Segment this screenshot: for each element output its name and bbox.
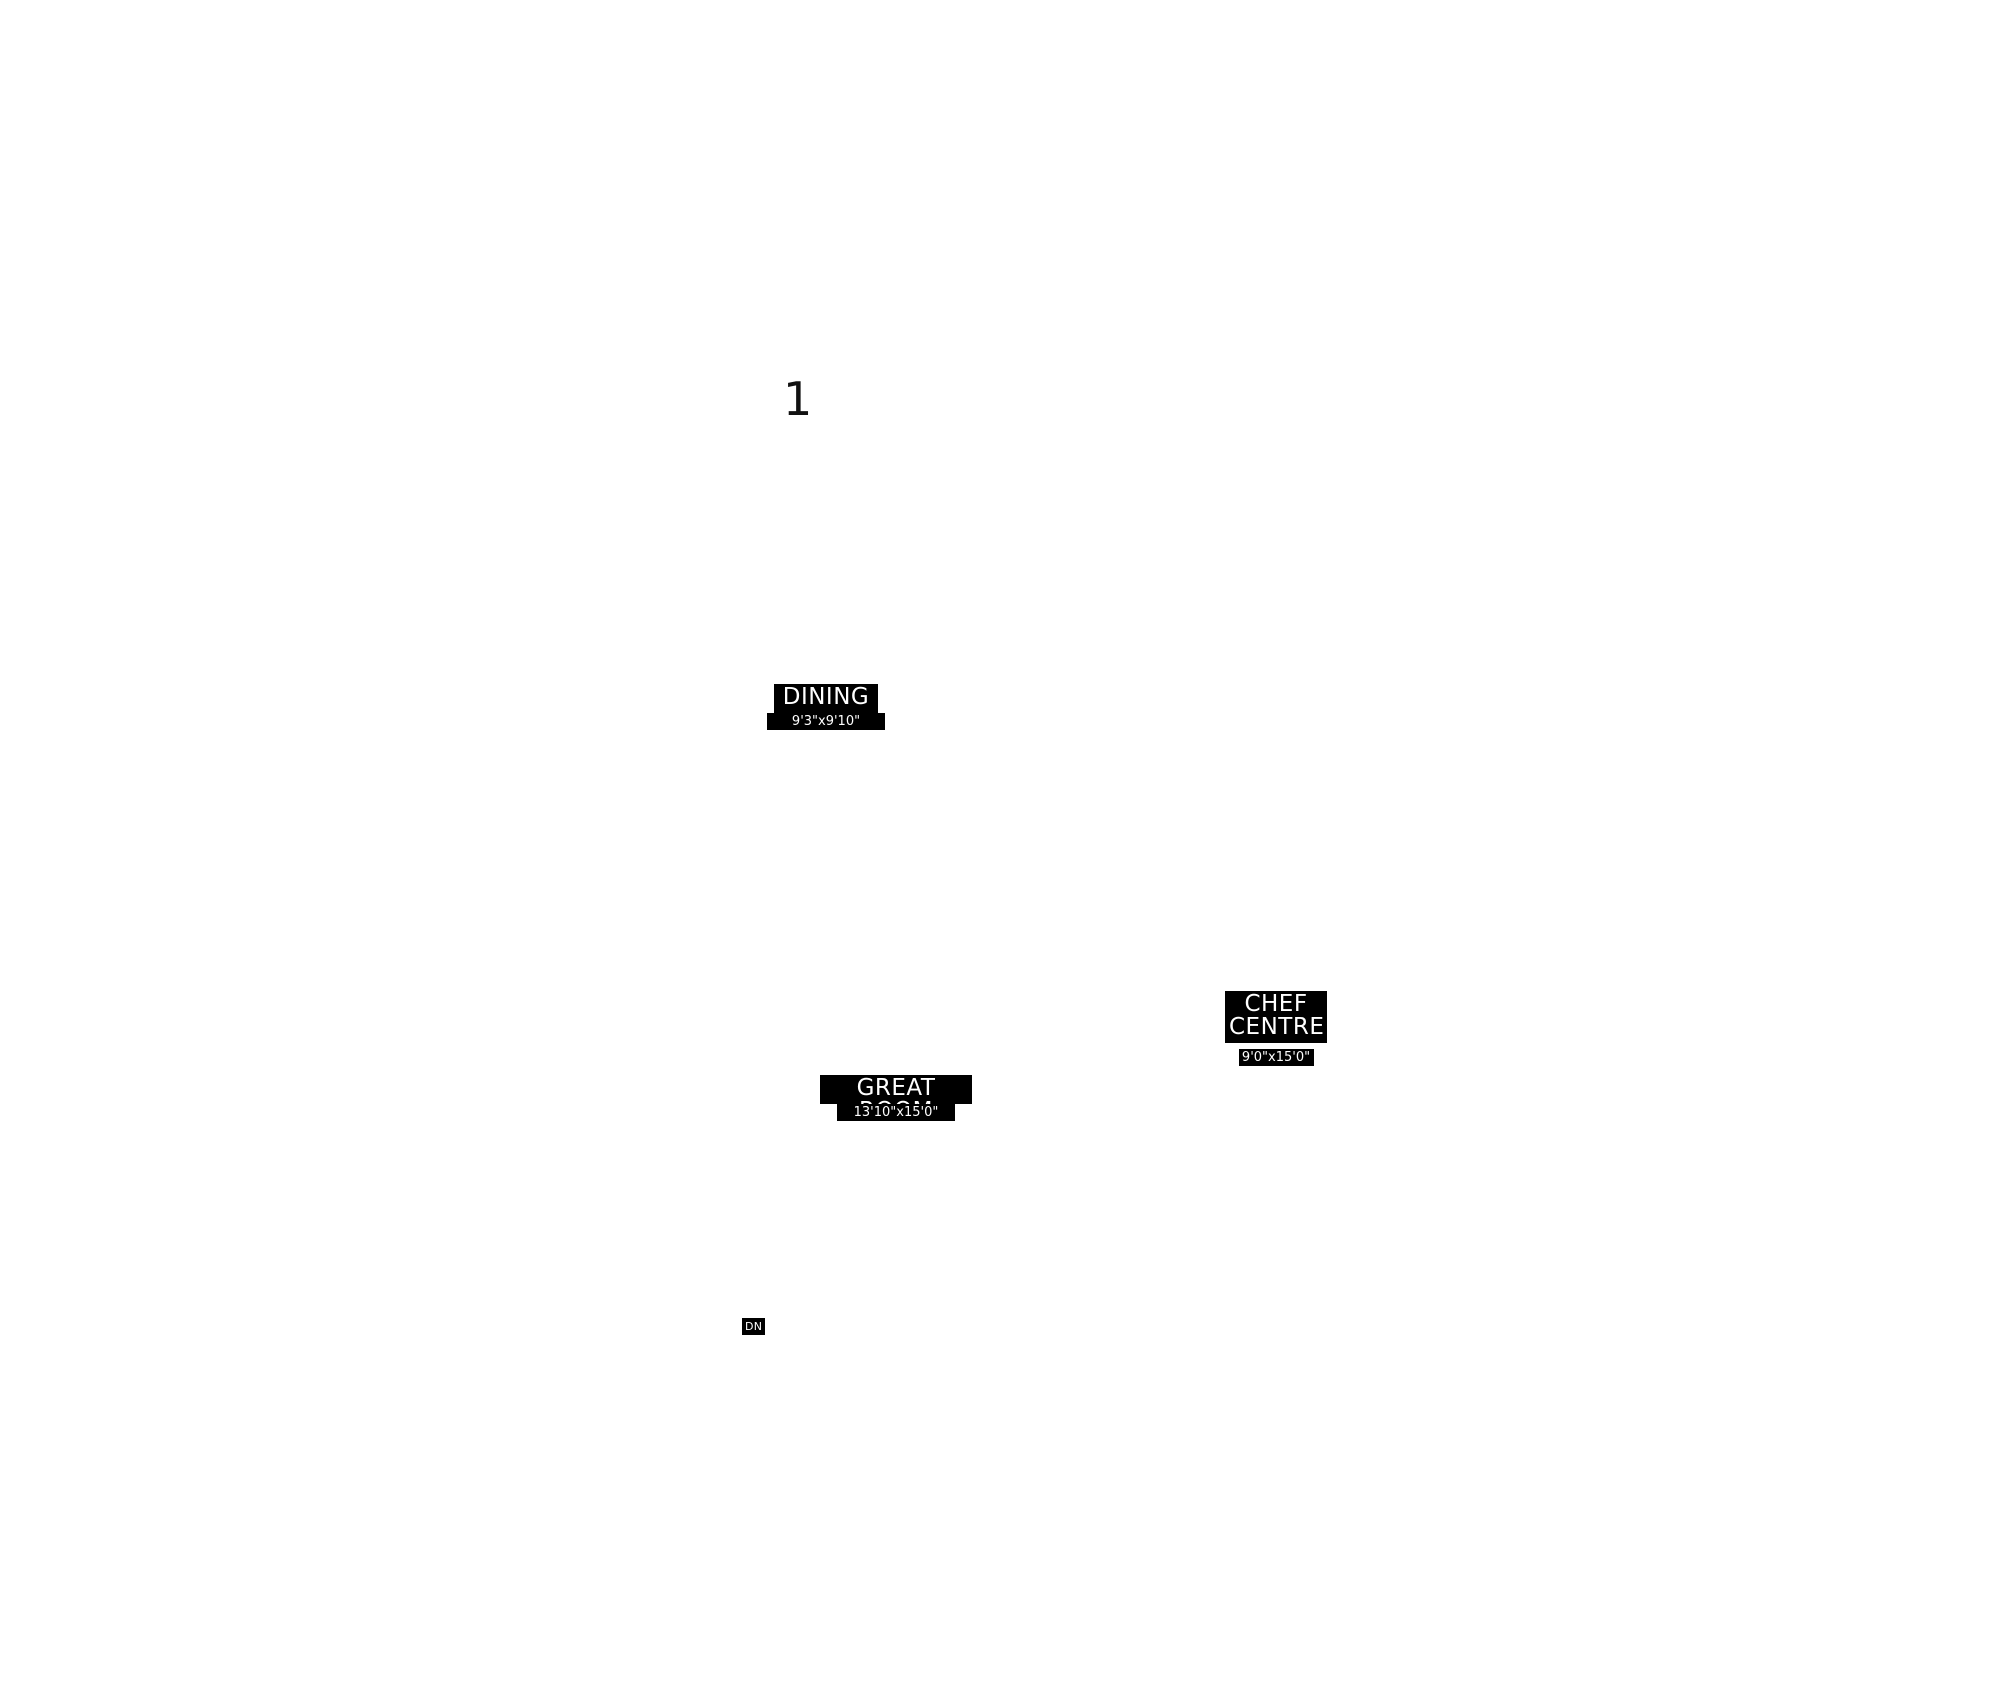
room-name: GREAT ROOM xyxy=(820,1075,972,1123)
room-dimensions: 9'0"x15'0" xyxy=(1238,1049,1314,1066)
room-label-dining: DINING 9'3"x9'10" xyxy=(767,684,885,730)
floor-number: 1 xyxy=(783,372,813,426)
room-dimensions: 9'3"x9'10" xyxy=(767,713,885,730)
room-dimensions: 13'10"x15'0" xyxy=(837,1104,955,1121)
stair-down-label: DN xyxy=(742,1318,766,1335)
room-name: CHEF CENTRE xyxy=(1225,991,1327,1043)
room-name: DINING xyxy=(773,684,879,713)
room-label-great-room: GREAT ROOM 13'10"x15'0" xyxy=(820,1075,972,1123)
room-label-chef-centre: CHEF CENTRE 9'0"x15'0" xyxy=(1225,991,1327,1066)
